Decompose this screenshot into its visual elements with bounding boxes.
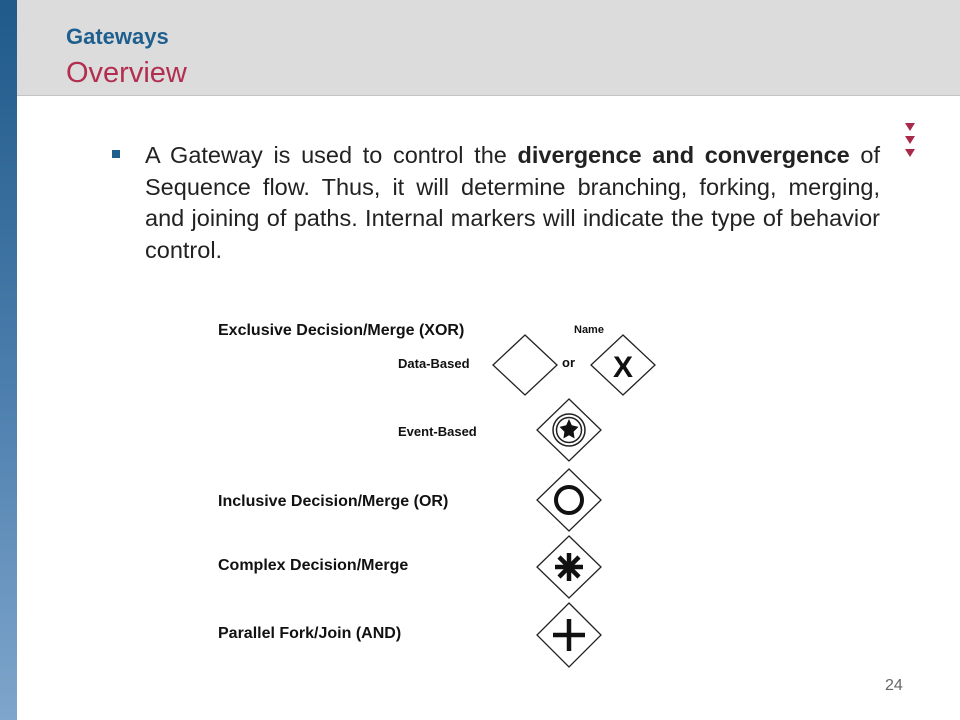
bullet-icon xyxy=(112,150,120,158)
label-inclusive: Inclusive Decision/Merge (OR) xyxy=(218,493,448,510)
arrow-down-icon[interactable] xyxy=(905,123,915,131)
label-name: Name xyxy=(574,324,604,336)
nav-arrows[interactable] xyxy=(905,123,921,162)
label-parallel: Parallel Fork/Join (AND) xyxy=(218,625,401,642)
body-text-part: of Sequence flow. Thus, it will determin… xyxy=(145,142,880,263)
arrow-down-icon[interactable] xyxy=(905,149,915,157)
inclusive-gateway-icon xyxy=(536,468,602,532)
star-icon xyxy=(559,419,579,439)
asterisk-icon xyxy=(555,553,583,581)
label-exclusive: Exclusive Decision/Merge (XOR) xyxy=(218,322,464,339)
body-text-part: A Gateway is used to control the xyxy=(145,142,518,168)
xor-gateway-icon xyxy=(492,334,558,396)
circle-marker-icon xyxy=(554,485,584,515)
arrow-down-icon[interactable] xyxy=(905,136,915,144)
label-complex: Complex Decision/Merge xyxy=(218,557,408,574)
body-text-bold: divergence and convergence xyxy=(517,142,850,168)
x-marker-icon: X xyxy=(613,351,633,384)
slide-subtitle: Overview xyxy=(66,57,187,89)
xor-gateway-marked-icon xyxy=(590,334,656,396)
page-number: 24 xyxy=(885,677,903,694)
label-or: or xyxy=(562,355,575,370)
plus-icon xyxy=(553,619,585,651)
slide-title: Gateways xyxy=(66,24,169,49)
gateway-figure: Exclusive Decision/Merge (XOR) Name Data… xyxy=(205,305,685,670)
left-sidebar-stripe xyxy=(0,0,17,720)
body-paragraph: A Gateway is used to control the diverge… xyxy=(145,140,880,266)
label-event-based: Event-Based xyxy=(398,424,477,439)
slide-header: Gateways Overview xyxy=(17,0,960,96)
label-data-based: Data-Based xyxy=(398,356,470,371)
